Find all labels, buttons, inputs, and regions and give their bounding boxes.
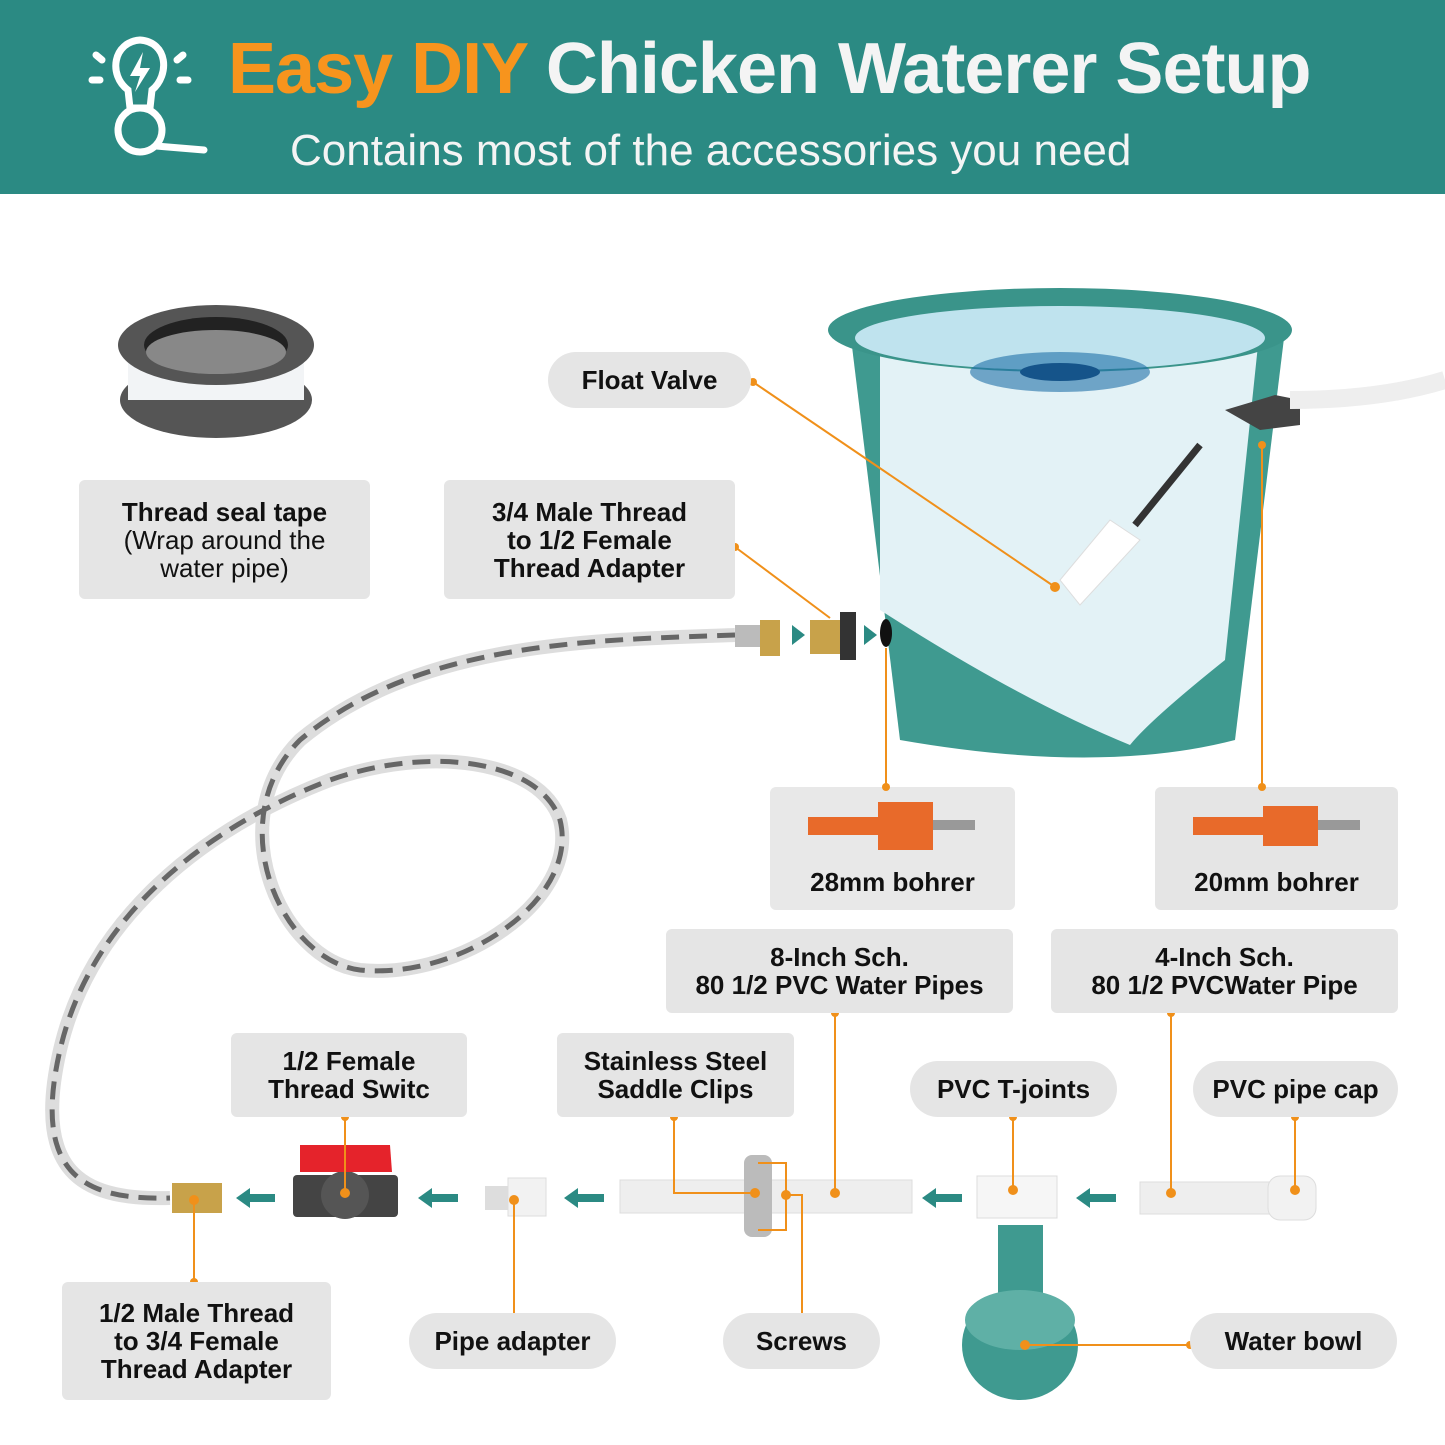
hose-image	[45, 628, 736, 1206]
label-line: water pipe)	[160, 552, 289, 583]
label-line: 80 1/2 PVC Water Pipes	[695, 970, 984, 1000]
thread-tape-image	[118, 305, 314, 438]
label-4-inch-pipe: 4-Inch Sch. 80 1/2 PVCWater Pipe	[1051, 929, 1398, 1013]
label-line: to 1/2 Female	[507, 524, 672, 555]
pipe-cap-image	[1267, 1175, 1317, 1221]
flow-arrows	[236, 1188, 1116, 1208]
label-8-inch-pipes: 8-Inch Sch. 80 1/2 PVC Water Pipes	[666, 929, 1013, 1013]
label-male-thread-adapter-bottom: 1/2 Male Thread to 3/4 Female Thread Ada…	[62, 1282, 331, 1400]
label-pvc-pipe-cap: PVC pipe cap	[1193, 1061, 1398, 1117]
t-joint-image	[976, 1175, 1058, 1219]
label-screws: Screws	[723, 1313, 880, 1369]
page-title: Easy DIY Chicken Waterer Setup	[228, 28, 1312, 110]
drill-bit-20-image	[1193, 806, 1360, 846]
label-float-valve: Float Valve	[548, 352, 751, 408]
label-water-bowl: Water bowl	[1190, 1313, 1397, 1369]
lightbulb-search-icon	[88, 36, 208, 156]
label-line: Thread Adapter	[493, 552, 686, 583]
title-accent: Easy DIY	[228, 29, 528, 109]
label-line: Stainless Steel	[583, 1046, 768, 1076]
label-line: 8-Inch Sch.	[770, 942, 909, 972]
label-line: Thread seal tape	[121, 496, 328, 527]
label-line: 4-Inch Sch.	[1155, 942, 1294, 972]
pvc-pipe-4-image	[1139, 1181, 1281, 1215]
label-line: to 3/4 Female	[114, 1326, 279, 1356]
label-pipe-adapter: Pipe adapter	[409, 1313, 616, 1369]
label-line: Saddle Clips	[597, 1074, 754, 1104]
label-line: 1/2 Female	[282, 1046, 416, 1076]
title-rest: Chicken Waterer Setup	[545, 29, 1312, 109]
label-line: Thread Switc	[268, 1074, 430, 1104]
drill-bit-28-image	[808, 802, 975, 850]
water-bowl-image	[962, 1225, 1078, 1400]
label-female-thread-switch: 1/2 Female Thread Switc	[231, 1033, 467, 1117]
leader-lines	[193, 381, 1296, 1346]
label-thread-seal-tape: Thread seal tape (Wrap around the water …	[79, 480, 370, 599]
label-pvc-t-joints: PVC T-joints	[910, 1061, 1117, 1117]
label-line: 80 1/2 PVCWater Pipe	[1091, 970, 1358, 1000]
bucket-image	[828, 288, 1445, 758]
page-subtitle: Contains most of the accessories you nee…	[290, 126, 1132, 175]
label-line: 1/2 Male Thread	[98, 1298, 295, 1328]
label-line: Thread Adapter	[100, 1354, 293, 1384]
label-line: 3/4 Male Thread	[491, 496, 688, 527]
header-banner: Easy DIY Chicken Waterer Setup Contains …	[0, 0, 1445, 194]
label-line: (Wrap around the	[123, 524, 326, 555]
label-male-thread-adapter-top: 3/4 Male Thread to 1/2 Female Thread Ada…	[444, 480, 735, 599]
label-saddle-clips: Stainless Steel Saddle Clips	[557, 1033, 794, 1117]
